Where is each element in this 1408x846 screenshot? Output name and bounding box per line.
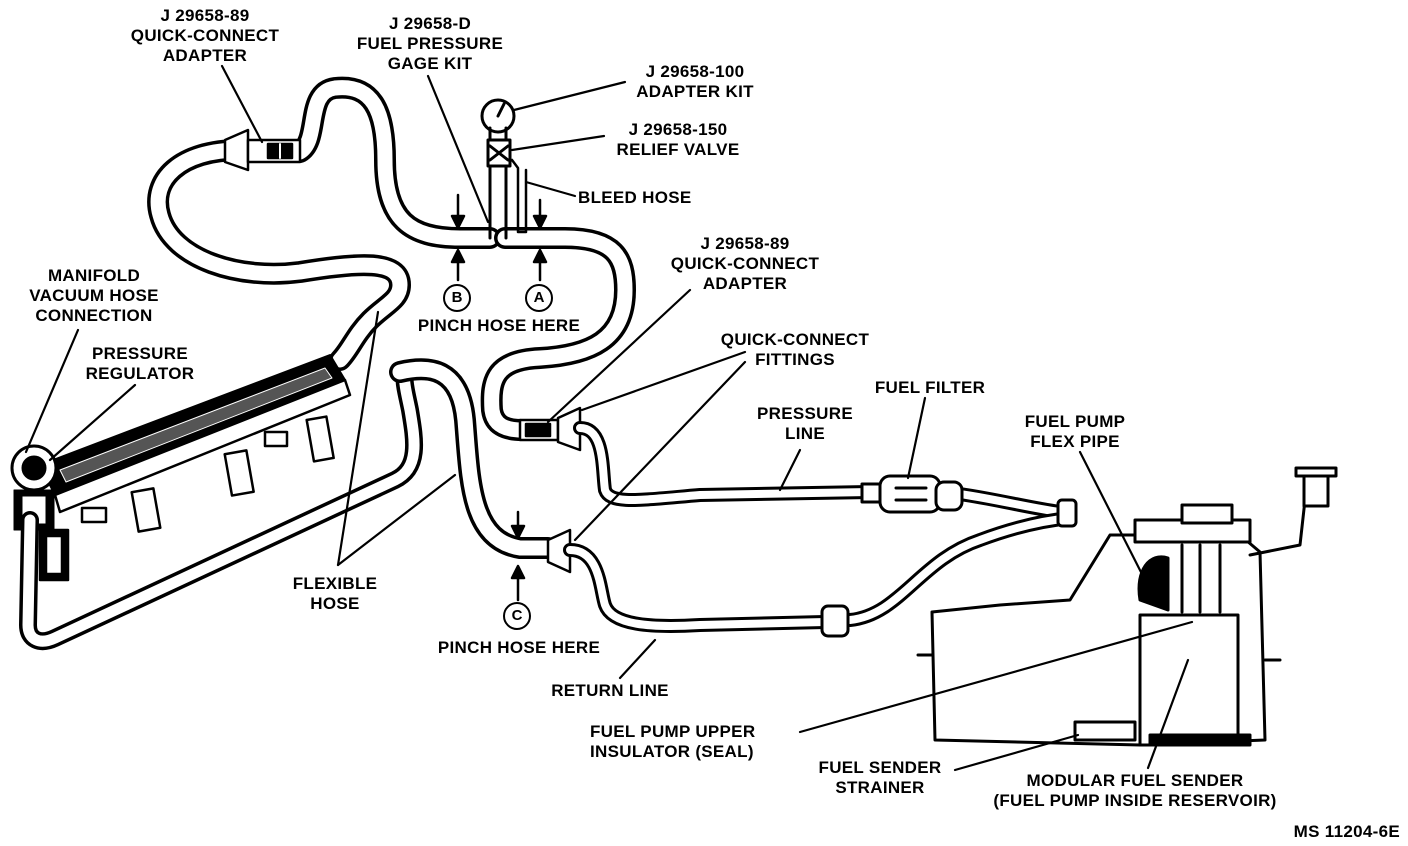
label-adapter-kit: J 29658-100 ADAPTER KIT — [620, 62, 770, 102]
label-line: ADAPTER — [702, 274, 788, 293]
label-qc-adapter-top: J 29658-89 QUICK-CONNECT ADAPTER — [130, 6, 280, 66]
label-line: J 29658-89 — [700, 234, 790, 253]
label-modular-sender: MODULAR FUEL SENDER (FUEL PUMP INSIDE RE… — [955, 771, 1315, 811]
label-line: PINCH HOSE HERE — [437, 638, 601, 657]
label-return-line: RETURN LINE — [535, 681, 685, 701]
label-line: RELIEF VALVE — [616, 140, 740, 159]
label-pressure-regulator: PRESSURE REGULATOR — [70, 344, 210, 384]
label-fuel-pump-flex: FUEL PUMP FLEX PIPE — [1010, 412, 1140, 452]
label-gage-kit: J 29658-D FUEL PRESSURE GAGE KIT — [345, 14, 515, 74]
label-line: FUEL FILTER — [874, 378, 986, 397]
label-line: MS 11204-6E — [1293, 822, 1400, 841]
fuel-rail — [10, 354, 352, 582]
label-qc-adapter-mid: J 29658-89 QUICK-CONNECT ADAPTER — [655, 234, 835, 294]
label-line: HOSE — [310, 594, 360, 613]
label-line: FUEL SENDER — [818, 758, 942, 777]
label-line: PRESSURE — [92, 344, 188, 363]
label-pressure-line: PRESSURE LINE — [740, 404, 870, 444]
label-line: ADAPTER — [162, 46, 248, 65]
quick-connect-adapter-top — [223, 128, 302, 172]
label-qc-fittings: QUICK-CONNECT FITTINGS — [700, 330, 890, 370]
label-line: J 29658-D — [388, 14, 472, 33]
pinch-arrows — [450, 193, 548, 602]
label-line: FLEXIBLE — [292, 574, 378, 593]
label-upper-insulator: FUEL PUMP UPPER INSULATOR (SEAL) — [590, 722, 790, 762]
label-pinch-hose-top: PINCH HOSE HERE — [404, 316, 594, 336]
label-line: ADAPTER KIT — [636, 82, 754, 101]
fuel-tank — [916, 466, 1338, 747]
label-line: J 29658-89 — [160, 6, 250, 25]
label-line: FUEL PRESSURE — [356, 34, 504, 53]
label-line: REGULATOR — [85, 364, 195, 383]
label-line: QUICK-CONNECT — [670, 254, 820, 273]
modular-fuel-sender — [1073, 503, 1252, 747]
label-line: MODULAR FUEL SENDER — [1026, 771, 1244, 790]
label-line: INSULATOR (SEAL) — [590, 742, 754, 761]
label-line: VACUUM HOSE — [29, 286, 159, 305]
label-line: FUEL PUMP — [1024, 412, 1126, 431]
return-line — [563, 498, 1078, 638]
label-line: QUICK-CONNECT — [720, 330, 870, 349]
leader-lines — [24, 64, 1194, 772]
label-bleed-hose: BLEED HOSE — [578, 188, 718, 208]
pressure-line — [573, 421, 1067, 519]
label-line: RETURN LINE — [551, 681, 669, 700]
marker-c: C — [503, 602, 531, 630]
figure-code: MS 11204-6E — [1255, 822, 1400, 842]
label-line: (FUEL PUMP INSIDE RESERVOIR) — [993, 791, 1277, 810]
fuel-pressure-gauge-icon — [480, 98, 528, 240]
label-line: FUEL PUMP UPPER — [590, 722, 756, 741]
label-flexible-hose: FLEXIBLE HOSE — [270, 574, 400, 614]
gauge-hose — [147, 76, 636, 441]
quick-connect-fittings — [518, 406, 582, 574]
label-line: J 29658-150 — [628, 120, 728, 139]
label-line: BLEED HOSE — [578, 188, 692, 207]
label-line: QUICK-CONNECT — [130, 26, 280, 45]
fuel-filter-icon — [860, 474, 964, 514]
label-line: CONNECTION — [35, 306, 153, 325]
label-line: FLEX PIPE — [1030, 432, 1120, 451]
label-line: STRAINER — [835, 778, 925, 797]
label-sender-strainer: FUEL SENDER STRAINER — [800, 758, 960, 798]
label-line: PRESSURE — [757, 404, 853, 423]
label-line: PINCH HOSE HERE — [417, 316, 581, 335]
label-line: LINE — [785, 424, 825, 443]
label-line: J 29658-100 — [645, 62, 745, 81]
label-line: GAGE KIT — [387, 54, 473, 73]
label-manifold-vacuum: MANIFOLD VACUUM HOSE CONNECTION — [14, 266, 174, 326]
label-pinch-hose-bottom: PINCH HOSE HERE — [424, 638, 614, 658]
label-relief-valve: J 29658-150 RELIEF VALVE — [598, 120, 758, 160]
label-fuel-filter: FUEL FILTER — [860, 378, 1000, 398]
return-hose — [19, 358, 559, 651]
marker-a: A — [525, 284, 553, 312]
label-line: FITTINGS — [755, 350, 835, 369]
marker-b: B — [443, 284, 471, 312]
label-line: MANIFOLD — [47, 266, 141, 285]
